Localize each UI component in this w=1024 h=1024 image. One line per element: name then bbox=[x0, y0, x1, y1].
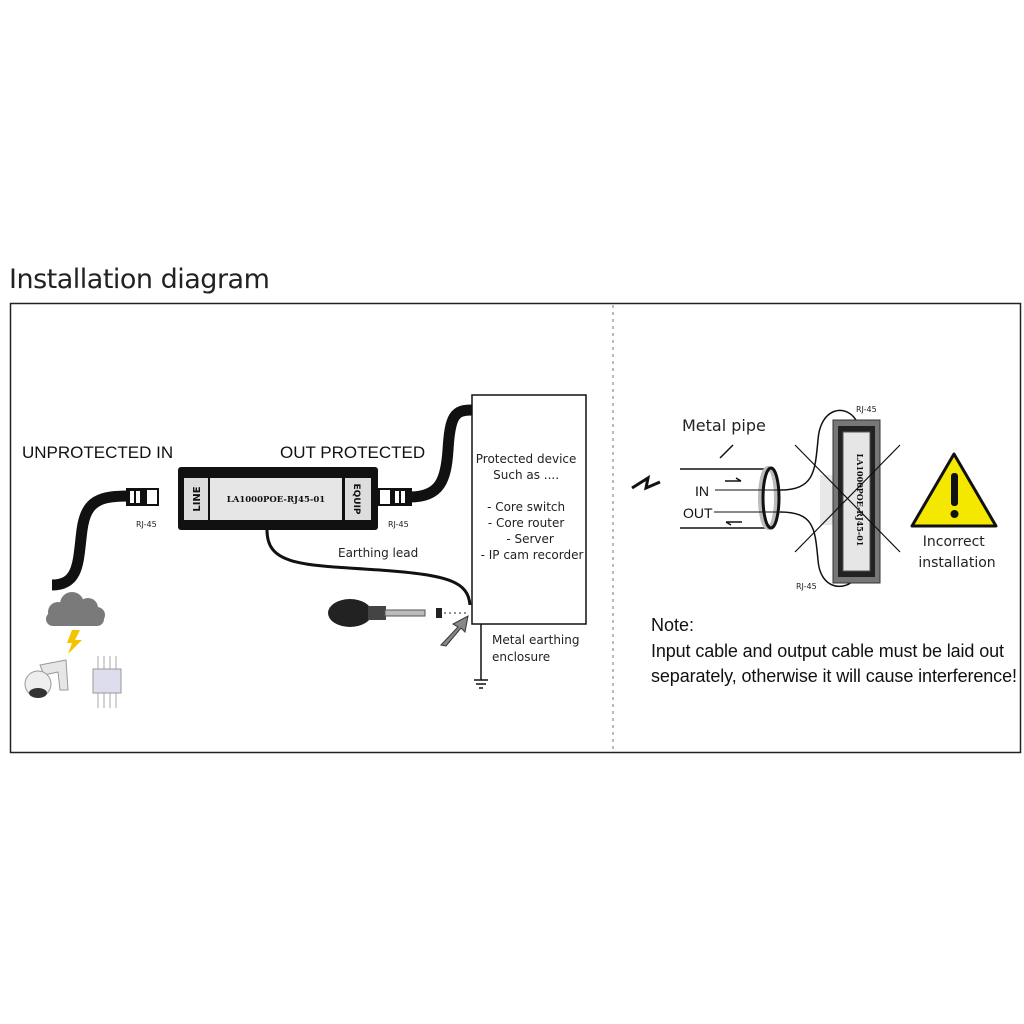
rj45-left-label: RJ-45 bbox=[136, 520, 157, 529]
line-port-label: LINE bbox=[192, 486, 203, 511]
note-title: Note: bbox=[651, 615, 694, 635]
in-arrow bbox=[725, 477, 742, 482]
out-label: OUT bbox=[683, 505, 713, 521]
out-cable bbox=[779, 511, 857, 587]
ptz-camera-icon bbox=[24, 659, 69, 698]
earthing-lead-wire bbox=[265, 529, 472, 606]
surge-protector-device: LINE LA1000POE-RJ45-01 EQUIP bbox=[178, 467, 378, 530]
vertical-device-model: LA1000POE-RJ45-01 bbox=[855, 454, 865, 547]
rj45-bottom-label: RJ-45 bbox=[796, 582, 817, 591]
metal-enclosure-label: Metal earthing enclosure bbox=[492, 633, 583, 664]
left-panel: UNPROTECTED IN OUT PROTECTED RJ-45 LINE … bbox=[22, 394, 587, 708]
in-label: IN bbox=[695, 483, 709, 499]
right-panel: Metal pipe IN OUT RJ-45 RJ-45 LA1000POE-… bbox=[631, 405, 1017, 686]
incorrect-installation-label: Incorrect installation bbox=[918, 534, 995, 571]
out-protected-label: OUT PROTECTED bbox=[280, 443, 425, 462]
surge-protector-vertical: LA1000POE-RJ45-01 bbox=[820, 419, 881, 584]
protected-device-text: Protected device Such as .... - Core swi… bbox=[476, 452, 584, 562]
out-arrow bbox=[725, 521, 742, 526]
lightning-icon-small bbox=[631, 474, 661, 491]
rj45-top-label: RJ-45 bbox=[856, 405, 877, 414]
equip-port-label: EQUIP bbox=[351, 483, 361, 514]
metal-pipe-label: Metal pipe bbox=[682, 416, 766, 435]
rj45-right-connector bbox=[378, 488, 412, 506]
rj45-right-label: RJ-45 bbox=[388, 520, 409, 529]
device-model-label: LA1000POE-RJ45-01 bbox=[227, 495, 326, 505]
rj45-left-connector bbox=[126, 488, 159, 506]
access-point-icon bbox=[92, 656, 122, 708]
screwdriver-icon bbox=[328, 599, 468, 627]
diagram-frame bbox=[9, 302, 1022, 754]
output-cable bbox=[409, 404, 473, 503]
input-cable bbox=[51, 490, 131, 591]
in-cable bbox=[779, 409, 857, 491]
protected-device-box bbox=[471, 394, 587, 625]
pipe-pointer-arrow bbox=[719, 444, 734, 459]
diagram-title: Installation diagram bbox=[9, 264, 270, 295]
earthing-lead-label: Earthing lead bbox=[338, 546, 418, 560]
note-text: Input cable and output cable must be lai… bbox=[651, 641, 1017, 686]
warning-icon bbox=[910, 452, 998, 528]
unprotected-in-label: UNPROTECTED IN bbox=[22, 443, 173, 462]
ground-icon bbox=[474, 679, 488, 689]
cloud-icon bbox=[46, 592, 105, 626]
arrow-icon bbox=[440, 615, 469, 647]
lightning-icon bbox=[67, 630, 82, 654]
